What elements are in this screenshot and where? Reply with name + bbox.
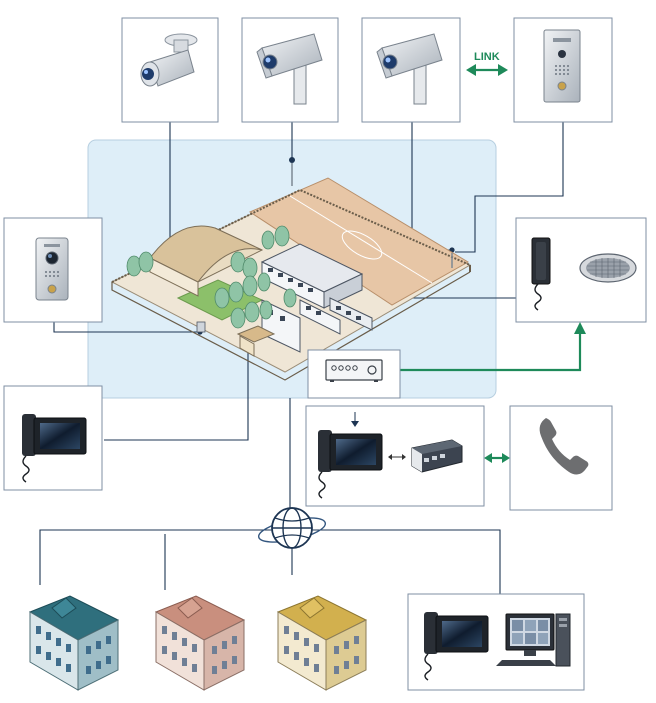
building-pink-icon (154, 595, 246, 691)
link-label: LINK (474, 51, 500, 63)
master-station-poe-hub-icon (318, 412, 463, 499)
handset-speaker-icon (531, 237, 637, 311)
dome-camera-icon (140, 33, 198, 87)
box-camera-linked-icon (376, 33, 443, 105)
telephone-panel (509, 405, 613, 511)
link-arrows (400, 64, 586, 463)
video-master-station-icon (22, 414, 87, 483)
door-station-left-icon (35, 237, 69, 301)
telephone-icon (539, 418, 589, 475)
amplifier-panel (307, 349, 401, 399)
box-camera-icon (256, 33, 323, 105)
building-blue-icon (28, 595, 120, 691)
door-station-flush-icon (543, 29, 581, 103)
network-globe-icon (257, 507, 327, 549)
school-campus-illustration (110, 163, 472, 381)
amplifier-icon (325, 359, 383, 382)
handset-speaker-panel (515, 217, 647, 323)
door-station-panel (513, 17, 613, 123)
master-station-poe-panel (305, 405, 485, 507)
box-camera-panel (241, 17, 339, 123)
building-yellow-icon (276, 595, 368, 691)
linked-camera-panel (361, 17, 461, 123)
master-station-pc-icon (424, 612, 571, 681)
dome-camera-panel (121, 17, 219, 123)
video-master-station-panel (3, 385, 103, 491)
left-door-station-panel (3, 217, 103, 323)
master-station-pc-panel (407, 593, 585, 691)
